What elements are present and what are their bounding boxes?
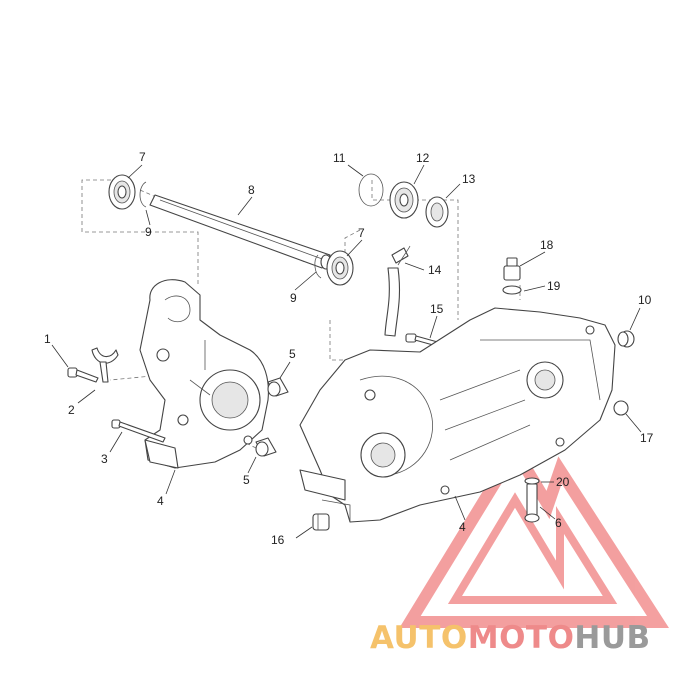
breather-hose-14	[384, 245, 411, 337]
stud-3	[111, 419, 166, 443]
callout-4-left: 4	[157, 494, 164, 508]
circlip-9-right	[314, 254, 322, 279]
callout-12: 12	[416, 151, 430, 165]
washer-20	[524, 477, 540, 485]
callout-16: 16	[271, 533, 285, 547]
callout-11: 11	[333, 151, 346, 165]
callout-5-top: 5	[289, 347, 296, 361]
callout-7-right: 7	[358, 226, 365, 240]
callout-15: 15	[430, 302, 444, 316]
watermark-part1: AUTO	[370, 620, 468, 656]
callout-1: 1	[44, 332, 51, 346]
callout-9-left: 9	[145, 225, 152, 239]
watermark-part2: MOTO	[468, 620, 575, 656]
callout-labels: 7 8 9 9 7 11 12 13 14 15 18 19 10 17 20 …	[44, 150, 654, 547]
bearing-12	[389, 181, 419, 219]
plug-18	[503, 257, 521, 281]
circlip-11	[358, 173, 384, 207]
callout-14: 14	[428, 263, 442, 277]
left-crankcase-half	[139, 279, 269, 469]
callout-7-top: 7	[139, 150, 146, 164]
callout-19: 19	[547, 279, 561, 293]
callout-20: 20	[556, 475, 570, 489]
callout-4-right: 4	[459, 520, 466, 534]
shaft-8	[149, 194, 332, 270]
dowel-5-top	[267, 377, 289, 397]
bearing-7-left	[108, 174, 136, 210]
callout-8: 8	[248, 183, 255, 197]
leader-lines	[51, 164, 642, 539]
callout-13: 13	[462, 172, 476, 186]
callout-17: 17	[640, 431, 654, 445]
right-crankcase-half	[299, 307, 616, 523]
plug-16	[312, 513, 330, 531]
dowel-5-bottom	[255, 437, 277, 457]
nut-17	[613, 400, 629, 416]
callout-10: 10	[638, 293, 652, 307]
shift-fork-2	[91, 347, 119, 383]
callout-3: 3	[101, 452, 108, 466]
bolt-6	[524, 483, 540, 523]
watermark-text: AUTOMOTOHUB	[370, 620, 651, 656]
bearing-7-right	[326, 250, 354, 286]
callout-18: 18	[540, 238, 554, 252]
cap-10	[617, 330, 635, 348]
watermark-part3: HUB	[574, 620, 650, 656]
washer-19	[502, 285, 522, 295]
seal-13	[425, 196, 449, 228]
callout-6: 6	[555, 516, 562, 530]
callout-2: 2	[68, 403, 75, 417]
callout-9-right: 9	[290, 291, 297, 305]
bolt-1	[67, 367, 99, 383]
callout-5-bottom: 5	[243, 473, 250, 487]
circlip-9-left	[139, 181, 147, 208]
